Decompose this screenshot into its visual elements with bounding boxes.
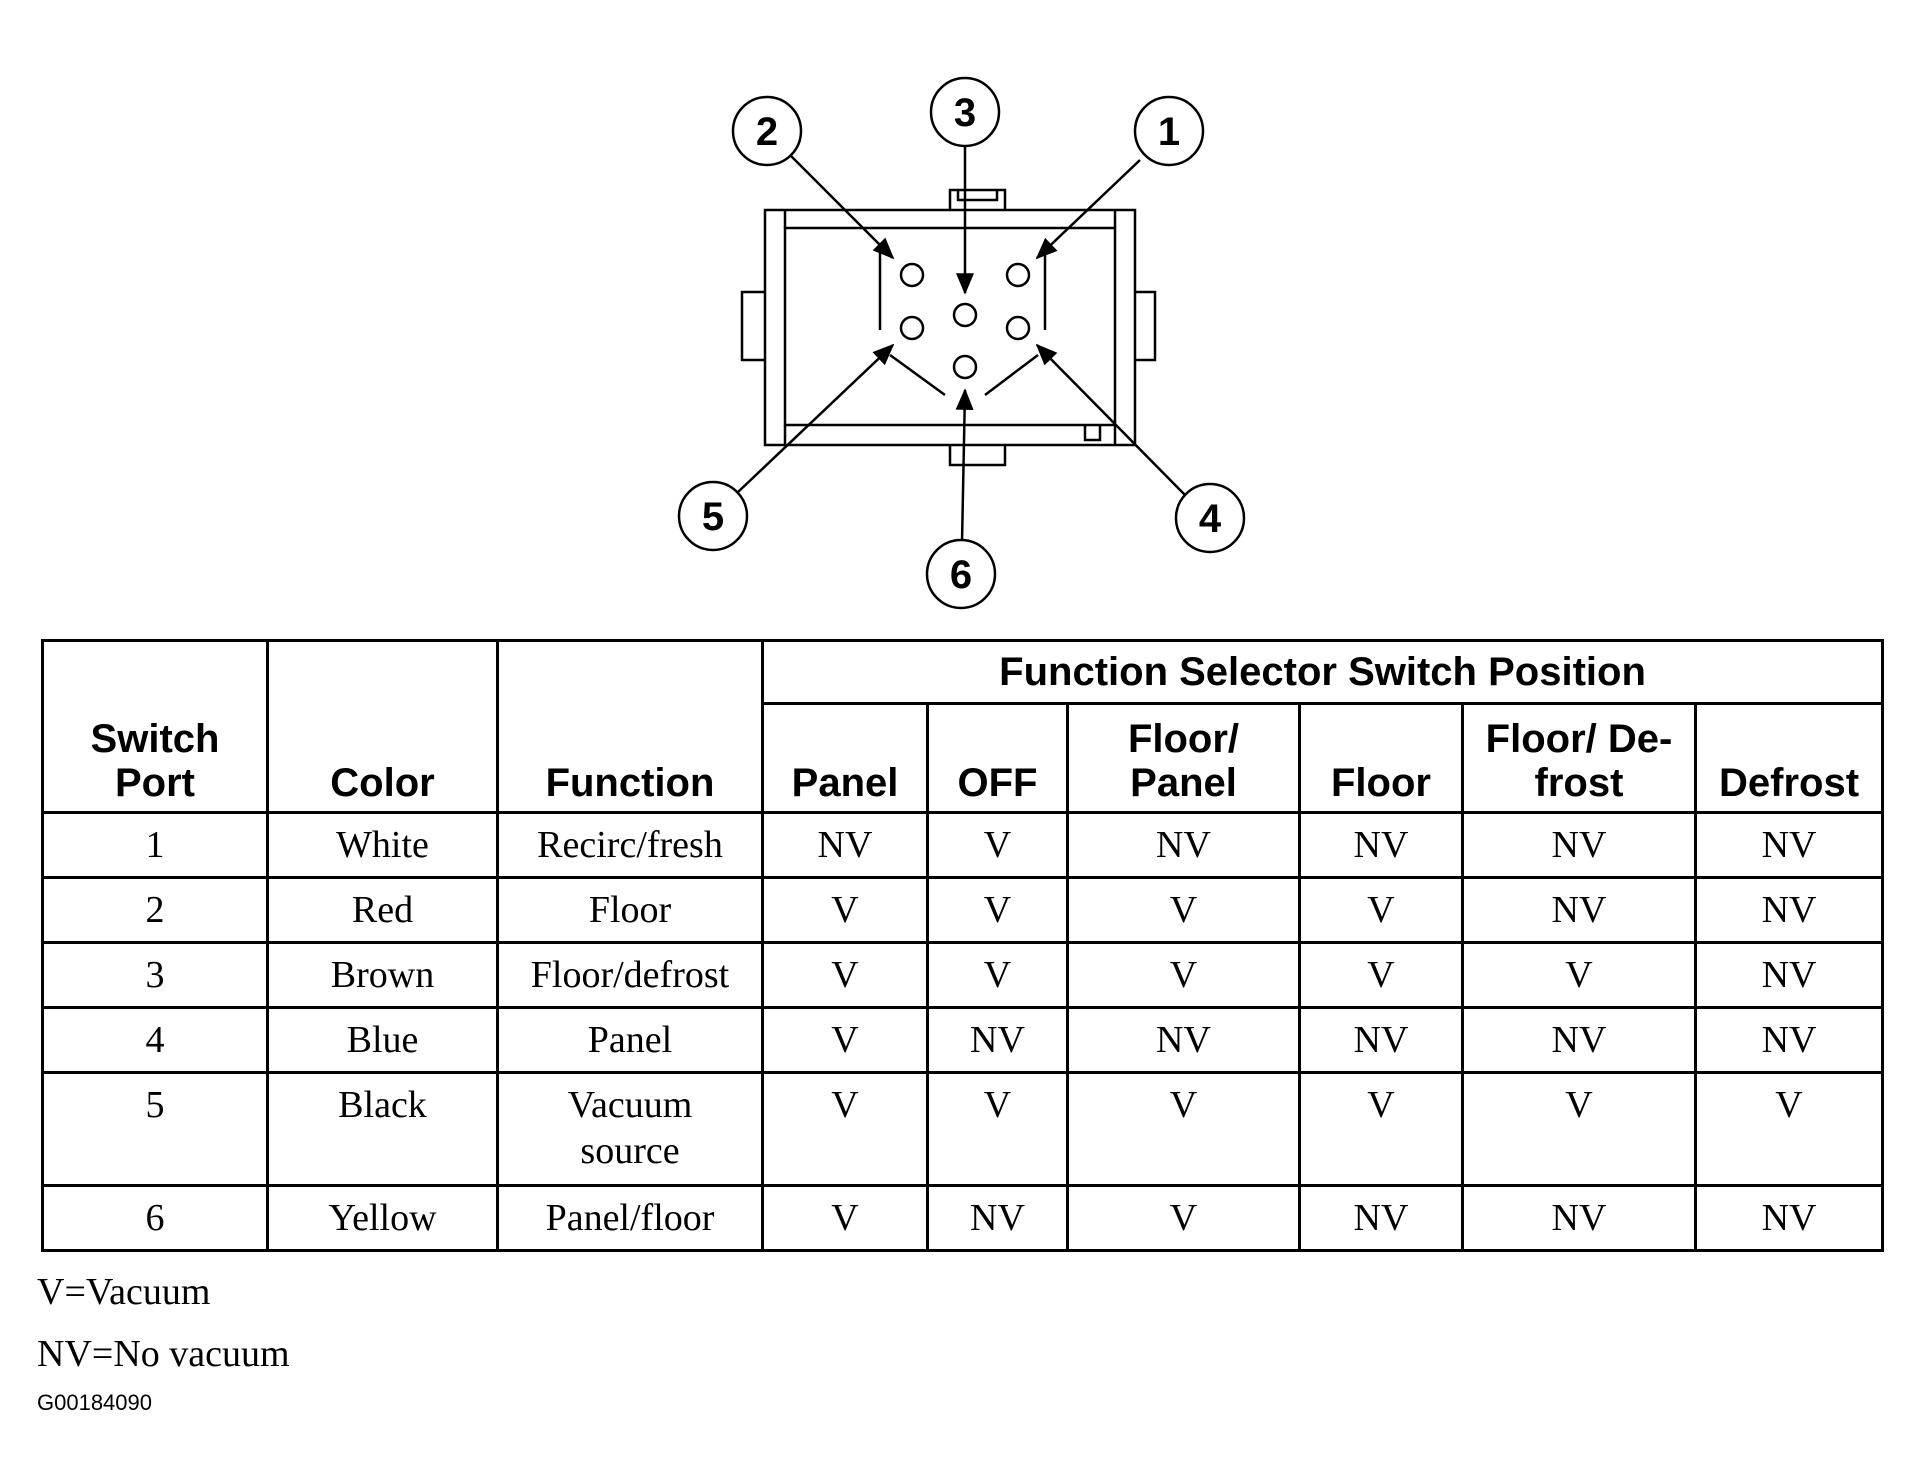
vacuum-port-table: Switch Port Color Function Function Sele… (41, 639, 1885, 1252)
svg-text:5: 5 (702, 495, 724, 539)
cell-function: Floor/defrost (496, 941, 764, 1009)
header-position-floor: Floor (1298, 702, 1464, 814)
table-row: 1 White Recirc/fresh NV V NV NV NV NV (41, 811, 1885, 879)
cell-defrost: NV (1693, 1184, 1885, 1252)
cell-port: 5 (41, 1071, 269, 1187)
cell-floor-defrost: V (1461, 941, 1697, 1009)
cell-floor-defrost: V (1461, 1071, 1697, 1187)
cell-color: Yellow (266, 1184, 499, 1252)
svg-text:6: 6 (950, 553, 972, 597)
cell-function: Panel/floor (496, 1184, 764, 1252)
cell-defrost: NV (1693, 941, 1885, 1009)
cell-floor: V (1298, 876, 1464, 944)
cell-off: V (926, 811, 1069, 879)
table-row: 5 Black Vacuum source V V V V V V (41, 1071, 1885, 1187)
table-row: 2 Red Floor V V V V NV NV (41, 876, 1885, 944)
cell-color: Blue (266, 1006, 499, 1074)
figure-code: G00184090 (37, 1390, 152, 1415)
callout-1: 1 (1133, 95, 1205, 167)
callout-arrows (737, 142, 1187, 544)
callout-4: 4 (1174, 482, 1246, 554)
cell-floor-defrost: NV (1461, 1184, 1697, 1252)
cell-off: NV (926, 1184, 1069, 1252)
vacuum-connector-diagram: 1 2 3 4 5 6 (677, 76, 1246, 610)
cell-port: 6 (41, 1184, 269, 1252)
connector-housing (740, 188, 1157, 467)
svg-text:3: 3 (954, 91, 976, 135)
cell-panel: V (761, 1006, 929, 1074)
cell-floor-defrost: NV (1461, 876, 1697, 944)
cell-panel: V (761, 876, 929, 944)
header-function: Function (496, 639, 764, 814)
port-hole (899, 315, 925, 341)
cell-defrost: NV (1693, 1006, 1885, 1074)
cell-function: Panel (496, 1006, 764, 1074)
cell-panel: NV (761, 811, 929, 879)
cell-defrost: V (1693, 1071, 1885, 1187)
cell-off: V (926, 941, 1069, 1009)
cell-panel: V (761, 1184, 929, 1252)
cell-port: 3 (41, 941, 269, 1009)
cell-color: Red (266, 876, 499, 944)
header-color: Color (266, 639, 499, 814)
port-hole (899, 262, 925, 288)
legend-vacuum: V=Vacuum (37, 1271, 211, 1313)
cell-off: V (926, 876, 1069, 944)
header-switch-port: Switch Port (41, 639, 269, 814)
cell-floor: V (1298, 1071, 1464, 1187)
callout-6: 6 (925, 538, 997, 610)
header-position-floor-defrost: Floor/ De- frost (1461, 702, 1697, 814)
table-row: 6 Yellow Panel/floor V NV V NV NV NV (41, 1184, 1885, 1252)
cell-floor: V (1298, 941, 1464, 1009)
cell-floor-panel: NV (1066, 811, 1301, 879)
port-hole (952, 354, 978, 380)
cell-color: White (266, 811, 499, 879)
cell-panel: V (761, 1071, 929, 1187)
cell-off: NV (926, 1006, 1069, 1074)
header-position-defrost: Defrost (1693, 702, 1885, 814)
cell-floor: NV (1298, 1006, 1464, 1074)
port-hole (952, 302, 978, 328)
cell-color: Black (266, 1071, 499, 1187)
svg-text:1: 1 (1158, 110, 1180, 154)
cell-floor: NV (1298, 811, 1464, 879)
cell-port: 1 (41, 811, 269, 879)
cell-color: Brown (266, 941, 499, 1009)
port-hole (1005, 262, 1031, 288)
svg-text:4: 4 (1199, 497, 1222, 541)
callout-circles: 1 2 3 4 5 6 (677, 76, 1246, 610)
cell-floor-panel: V (1066, 876, 1301, 944)
cell-floor-panel: V (1066, 1071, 1301, 1187)
svg-text:2: 2 (756, 110, 778, 154)
table-row: 4 Blue Panel V NV NV NV NV NV (41, 1006, 1885, 1074)
port-hole (1005, 315, 1031, 341)
callout-3: 3 (929, 76, 1001, 148)
table-row: 3 Brown Floor/defrost V V V V V NV (41, 941, 1885, 1009)
cell-floor-defrost: NV (1461, 1006, 1697, 1074)
cell-port: 2 (41, 876, 269, 944)
legend-no-vacuum: NV=No vacuum (37, 1333, 290, 1375)
callout-5: 5 (677, 480, 749, 552)
header-position-panel: Panel (761, 702, 929, 814)
header-position-off: OFF (926, 702, 1069, 814)
vacuum-ports (899, 262, 1031, 380)
cell-floor-defrost: NV (1461, 811, 1697, 879)
cell-function: Floor (496, 876, 764, 944)
cell-defrost: NV (1693, 876, 1885, 944)
cell-off: V (926, 1071, 1069, 1187)
cell-floor-panel: V (1066, 941, 1301, 1009)
callout-2: 2 (731, 95, 803, 167)
cell-floor: NV (1298, 1184, 1464, 1252)
cell-function: Vacuum source (496, 1071, 764, 1187)
header-position-floor-panel: Floor/ Panel (1066, 702, 1301, 814)
cell-floor-panel: NV (1066, 1006, 1301, 1074)
cell-function: Recirc/fresh (496, 811, 764, 879)
cell-panel: V (761, 941, 929, 1009)
cell-defrost: NV (1693, 811, 1885, 879)
cell-port: 4 (41, 1006, 269, 1074)
cell-floor-panel: V (1066, 1184, 1301, 1252)
header-function-selector-group: Function Selector Switch Position (760, 639, 1885, 705)
